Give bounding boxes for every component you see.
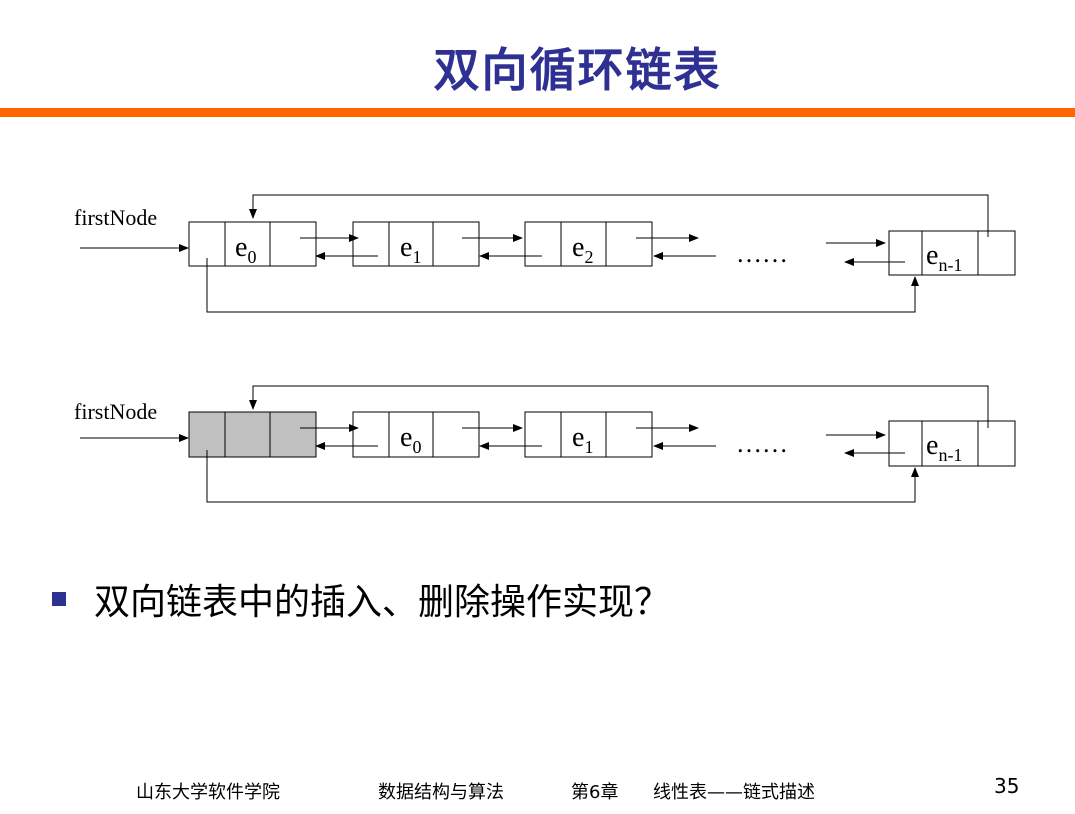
diagram-1: firstNode e0 e1 e2 en-1 — [74, 194, 1016, 313]
prev-arrows-2 — [315, 442, 905, 457]
svg-text:e0: e0 — [235, 232, 256, 267]
footer-school: 山东大学软件学院 — [136, 782, 280, 803]
header-node — [188, 411, 317, 458]
svg-text:e1: e1 — [572, 422, 593, 457]
first-node-label-1: firstNode — [74, 205, 157, 230]
wrap-top-arrow-1 — [249, 194, 989, 237]
svg-text:en-1: en-1 — [926, 240, 962, 275]
node-en-1: en-1 — [888, 230, 1016, 276]
footer-chapter: 第6章 — [571, 782, 619, 803]
diagram-2: firstNode e0 e1 en-1 …… — [74, 385, 1016, 503]
node-e1: e1 — [352, 221, 480, 267]
bullet-square-icon — [52, 592, 66, 606]
ellipsis-2: …… — [736, 429, 788, 458]
svg-text:e0: e0 — [400, 422, 421, 457]
node-e0: e0 — [352, 411, 480, 458]
page-number: 35 — [994, 774, 1020, 798]
svg-text:en-1: en-1 — [926, 430, 962, 465]
node-e2: e2 — [524, 221, 653, 267]
first-node-label-2: firstNode — [74, 399, 157, 424]
bullet-text: 双向链表中的插入、删除操作实现？ — [94, 582, 671, 623]
wrap-bottom-arrow-2 — [206, 450, 919, 503]
next-arrows-2 — [300, 424, 886, 439]
svg-text:e1: e1 — [400, 232, 421, 267]
node-en-1: en-1 — [888, 420, 1016, 467]
wrap-top-arrow-2 — [249, 385, 989, 428]
svg-text:e2: e2 — [572, 232, 593, 267]
wrap-bottom-arrow-1 — [206, 258, 919, 313]
prev-arrows-1 — [315, 252, 905, 266]
bullet-item: 双向链表中的插入、删除操作实现？ — [52, 574, 670, 624]
node-e1: e1 — [524, 411, 653, 458]
footer-course: 数据结构与算法 — [378, 782, 504, 803]
ellipsis-1: …… — [736, 239, 788, 268]
node-e0: e0 — [188, 221, 317, 267]
slide-title: 双向循环链表 — [433, 43, 722, 97]
title-rule — [0, 108, 1075, 117]
footer-topic: 线性表——链式描述 — [653, 782, 815, 803]
next-arrows-1 — [300, 234, 886, 247]
